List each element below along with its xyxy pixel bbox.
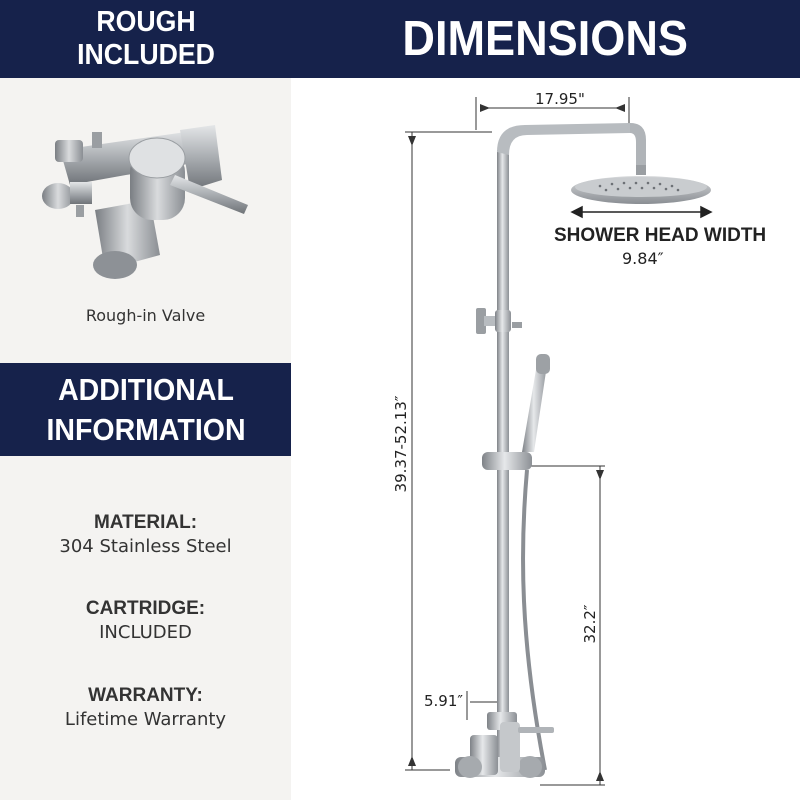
dimensions-banner: DIMENSIONS bbox=[291, 0, 800, 78]
rough-in-valve-image bbox=[42, 125, 248, 279]
total-height-dimension: 39.37-52.13″ bbox=[392, 395, 410, 493]
spout-offset-dimension: 5.91″ bbox=[424, 692, 464, 710]
spec-warranty-label: WARRANTY: bbox=[88, 685, 203, 706]
spec-warranty: WARRANTY: Lifetime Warranty bbox=[0, 685, 291, 730]
spec-material-value: 304 Stainless Steel bbox=[59, 536, 232, 557]
dimensions-title: DIMENSIONS bbox=[402, 12, 689, 66]
slide-height-dimension: 32.2″ bbox=[581, 604, 599, 644]
spec-material: MATERIAL: 304 Stainless Steel bbox=[0, 512, 291, 557]
spec-cartridge-label: CARTRIDGE: bbox=[85, 598, 206, 619]
spec-material-label: MATERIAL: bbox=[93, 512, 198, 533]
spec-cartridge: CARTRIDGE: INCLUDED bbox=[0, 598, 291, 643]
shower-head-width-value: 9.84″ bbox=[622, 249, 664, 268]
spec-cartridge-value: INCLUDED bbox=[99, 622, 192, 643]
additional-information-banner: ADDITIONAL INFORMATION bbox=[0, 363, 291, 456]
additional-information-title: ADDITIONAL INFORMATION bbox=[45, 371, 246, 447]
shower-head-width-label: SHOWER HEAD WIDTH bbox=[554, 225, 767, 246]
valve-caption: Rough-in Valve bbox=[85, 306, 206, 325]
rough-included-banner: ROUGH INCLUDED bbox=[0, 0, 291, 78]
spec-warranty-value: Lifetime Warranty bbox=[64, 709, 227, 730]
rough-included-title: ROUGH INCLUDED bbox=[76, 6, 215, 71]
arm-reach-dimension: 17.95" bbox=[535, 90, 585, 108]
